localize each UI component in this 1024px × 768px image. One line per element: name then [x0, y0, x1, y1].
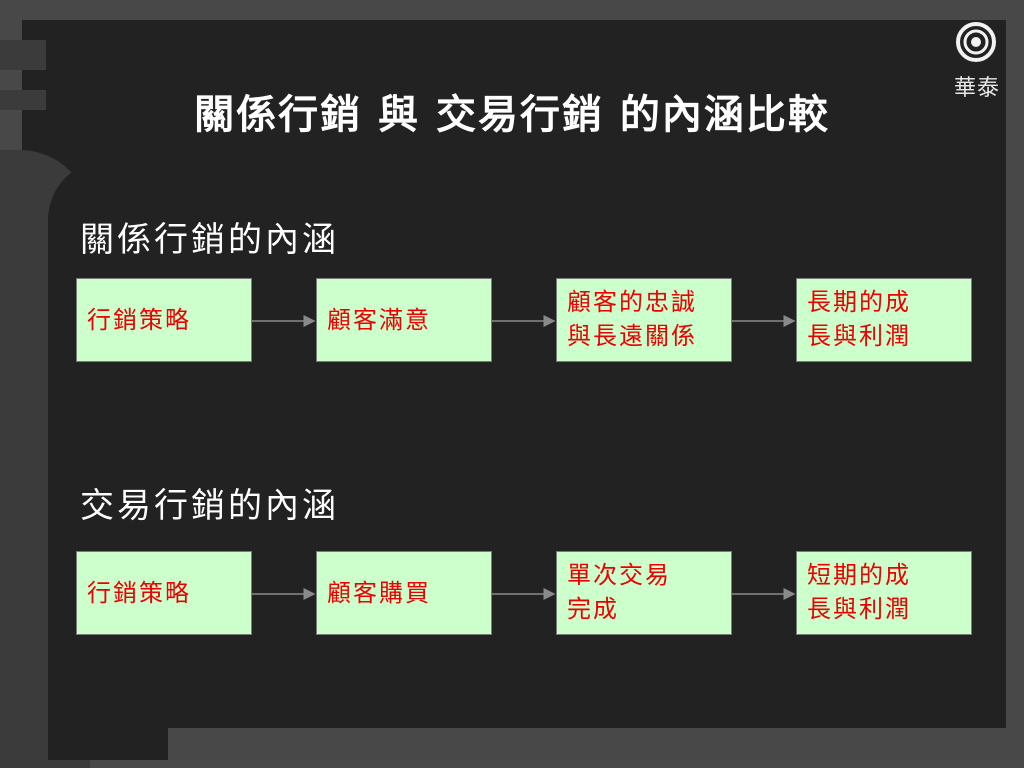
flow-step-box: 行銷策略: [76, 551, 252, 635]
flow-step-line: 短期的成: [807, 561, 911, 589]
flow-step-line: 與長遠關係: [567, 322, 697, 350]
decorative-silhouette: [0, 40, 46, 70]
flow-step-text: 短期的成長與利潤: [807, 558, 961, 626]
flow-step-text: 長期的成長與利潤: [807, 285, 961, 353]
flow-step-line: 顧客的忠誠: [567, 288, 697, 316]
flow-step-line: 長與利潤: [807, 595, 911, 623]
flow-step-text: 單次交易完成: [567, 558, 721, 626]
flow-step-box: 顧客滿意: [316, 278, 492, 362]
flow-step-box: 顧客的忠誠與長遠關係: [556, 278, 732, 362]
flow-step-line: 行銷策略: [87, 306, 191, 334]
flow-step-box: 顧客購買: [316, 551, 492, 635]
decorative-silhouette: [0, 90, 46, 110]
company-logo: 華泰: [946, 22, 1008, 102]
flow-step-text: 行銷策略: [87, 303, 191, 337]
flow-step-line: 完成: [567, 595, 619, 623]
flow-step-line: 長與利潤: [807, 322, 911, 350]
flow-step-box: 短期的成長與利潤: [796, 551, 972, 635]
flow-step-line: 顧客購買: [327, 579, 431, 607]
flow-step-box: 行銷策略: [76, 278, 252, 362]
section-heading-transaction: 交易行銷的內涵: [80, 486, 339, 526]
decorative-silhouette: [48, 160, 168, 760]
page-title: 關係行銷 與 交易行銷 的內涵比較: [194, 91, 830, 138]
spiral-logo-icon: [956, 22, 996, 62]
flow-step-line: 長期的成: [807, 288, 911, 316]
flow-step-box: 長期的成長與利潤: [796, 278, 972, 362]
flow-step-line: 行銷策略: [87, 579, 191, 607]
logo-text: 華泰: [953, 76, 1000, 101]
flow-step-text: 行銷策略: [87, 576, 191, 610]
flow-step-line: 顧客滿意: [327, 306, 431, 334]
flow-step-text: 顧客購買: [327, 576, 431, 610]
flow-step-text: 顧客滿意: [327, 303, 431, 337]
section-heading-relationship: 關係行銷的內涵: [80, 220, 339, 260]
flow-step-box: 單次交易完成: [556, 551, 732, 635]
flow-step-line: 單次交易: [567, 561, 671, 589]
flow-step-text: 顧客的忠誠與長遠關係: [567, 285, 721, 353]
